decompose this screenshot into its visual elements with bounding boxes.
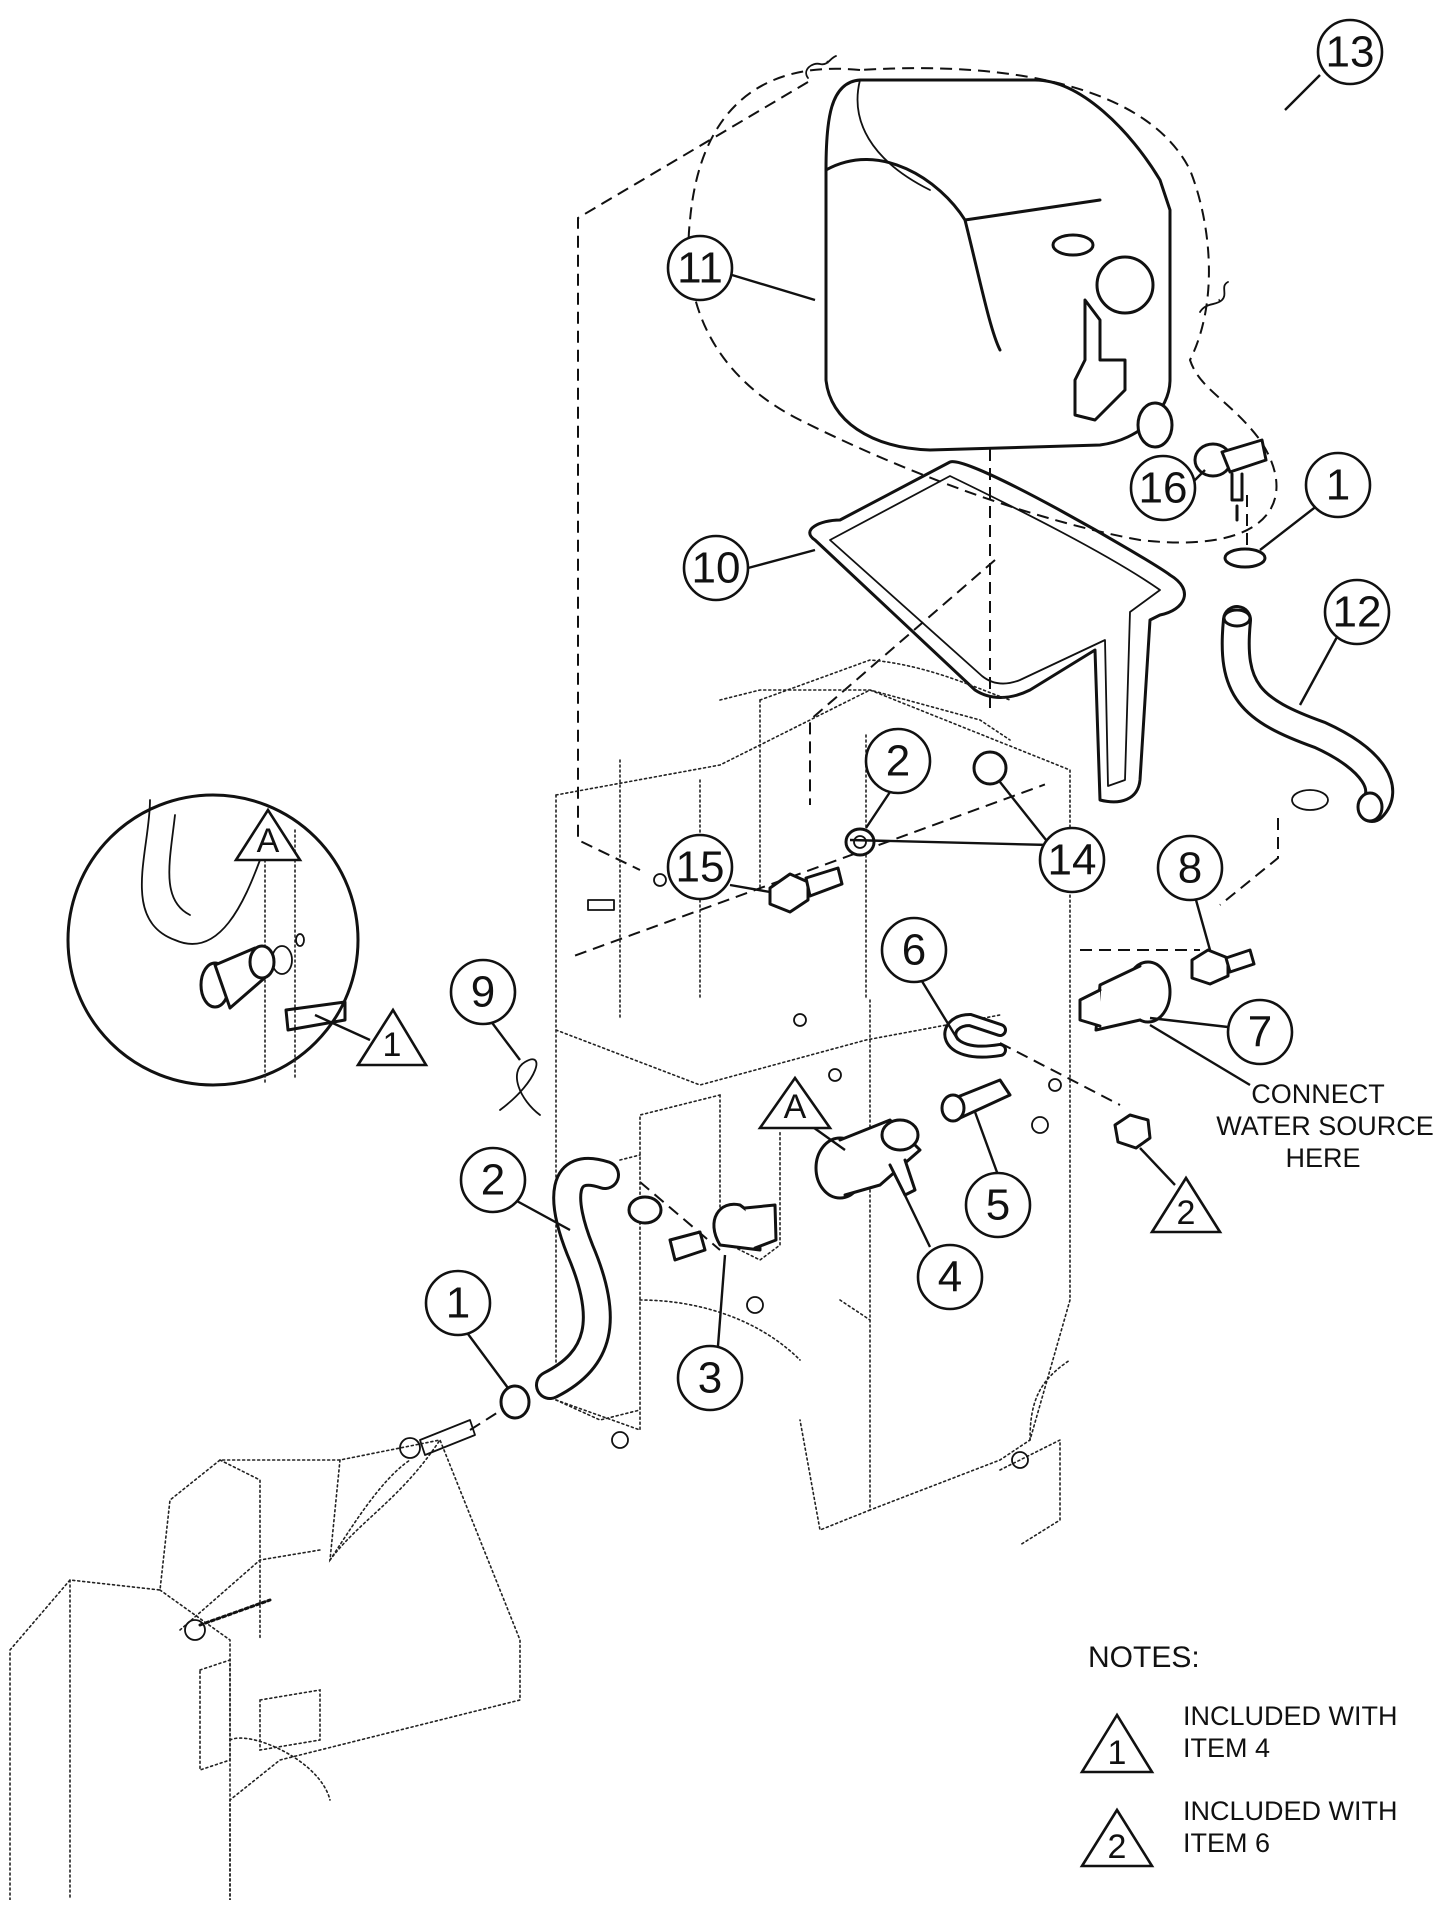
- pump-assembly: [9, 1419, 521, 1901]
- washer-2-upper: [844, 827, 876, 857]
- elbow-fitting-3: [668, 1202, 778, 1262]
- callout-2-lower: [459, 1146, 527, 1214]
- callout-label-2-lower: 2: [481, 1156, 505, 1205]
- callout-label-13: 13: [1326, 28, 1375, 77]
- notes-title: NOTES:: [1088, 1641, 1200, 1674]
- notes-item-2-line1: INCLUDED WITH: [1183, 1796, 1398, 1826]
- water-label-line1: CONNECT: [1251, 1079, 1385, 1109]
- callout-12: [1323, 578, 1391, 646]
- callout-label-10: 10: [692, 544, 741, 593]
- hose-fitting-7: [1078, 960, 1172, 1032]
- reservoir-tank-11: [824, 78, 1174, 452]
- callout-label-1-lower: 1: [446, 1279, 470, 1328]
- marker-note-1: 1: [383, 1026, 402, 1064]
- plug-14: [972, 750, 1008, 786]
- callout-label-1-upper: 1: [1326, 461, 1350, 510]
- notes-block: NOTES: 1 INCLUDED WITH ITEM 4 2 INCLUDED…: [1079, 1641, 1398, 1868]
- water-label-line2: WATER SOURCE: [1216, 1111, 1434, 1141]
- callout-15: [666, 833, 734, 901]
- notes-symbol-1: 1: [1108, 1734, 1127, 1772]
- fitting-8: [1190, 948, 1256, 986]
- assembly-guide-lines: [469, 67, 1279, 1431]
- valve-4: [814, 1118, 922, 1200]
- callout-label-16: 16: [1139, 464, 1188, 513]
- notes-item-2-line2: ITEM 6: [1183, 1828, 1270, 1858]
- marker-detail-a-top: A: [257, 822, 280, 860]
- callout-9: [449, 958, 517, 1026]
- notes-item-1-line1: INCLUDED WITH: [1183, 1701, 1398, 1731]
- hose-clamp-1-upper: [1223, 547, 1267, 569]
- water-label-line3: HERE: [1285, 1143, 1360, 1173]
- u-tube-6: [943, 1012, 1007, 1059]
- callout-label-3: 3: [698, 1354, 722, 1403]
- bolt-15: [768, 866, 844, 914]
- callout-label-11: 11: [677, 244, 723, 293]
- callout-label-6: 6: [902, 926, 926, 975]
- callout-label-9: 9: [471, 968, 495, 1017]
- hose-12: [1220, 605, 1395, 823]
- callout-11: [666, 234, 734, 302]
- markers: A A 1 2: [233, 807, 1223, 1234]
- water-source-label: CONNECT WATER SOURCE HERE: [1149, 1023, 1434, 1173]
- callout-5: [964, 1171, 1032, 1239]
- callout-10: [682, 534, 750, 602]
- marker-detail-a-part: A: [784, 1088, 807, 1126]
- callout-3: [676, 1344, 744, 1412]
- callout-14: [1038, 826, 1106, 894]
- callout-label-2-upper: 2: [886, 737, 910, 786]
- callout-1-upper: [1304, 451, 1372, 519]
- hose-clamp-1-lower: [499, 1384, 531, 1420]
- callout-16: [1129, 454, 1197, 522]
- hose-2-lower: [535, 1156, 620, 1400]
- callout-7: [1226, 998, 1294, 1066]
- callout-8: [1156, 834, 1224, 902]
- detail-a-view: [66, 793, 360, 1087]
- callout-label-4: 4: [938, 1253, 962, 1302]
- notes-item-1-line2: ITEM 4: [1183, 1733, 1270, 1763]
- callout-13: [1316, 18, 1384, 86]
- marker-note-2: 2: [1177, 1194, 1196, 1232]
- hose-13: [805, 40, 1291, 313]
- callout-label-14: 14: [1048, 836, 1097, 885]
- callout-label-7: 7: [1248, 1008, 1272, 1057]
- callout-6: [880, 916, 948, 984]
- fitting-5: [940, 1078, 1012, 1123]
- callout-label-15: 15: [676, 843, 725, 892]
- callout-label-5: 5: [986, 1181, 1010, 1230]
- callout-2-upper: [864, 727, 932, 795]
- callouts: 13 11 16 1 10 12 2 14 15: [424, 18, 1391, 1412]
- callout-label-8: 8: [1178, 844, 1202, 893]
- hose-clamp-lower: [627, 1195, 663, 1225]
- shutoff-valve-16: [1193, 438, 1268, 522]
- wire-tie-9: [499, 1058, 541, 1116]
- callout-1-lower: [424, 1269, 492, 1337]
- callout-4: [916, 1243, 984, 1311]
- tank-gasket-10: [808, 460, 1186, 804]
- nut-note-2: [1113, 1113, 1152, 1150]
- callout-label-12: 12: [1333, 588, 1382, 637]
- notes-symbol-2: 2: [1108, 1828, 1127, 1866]
